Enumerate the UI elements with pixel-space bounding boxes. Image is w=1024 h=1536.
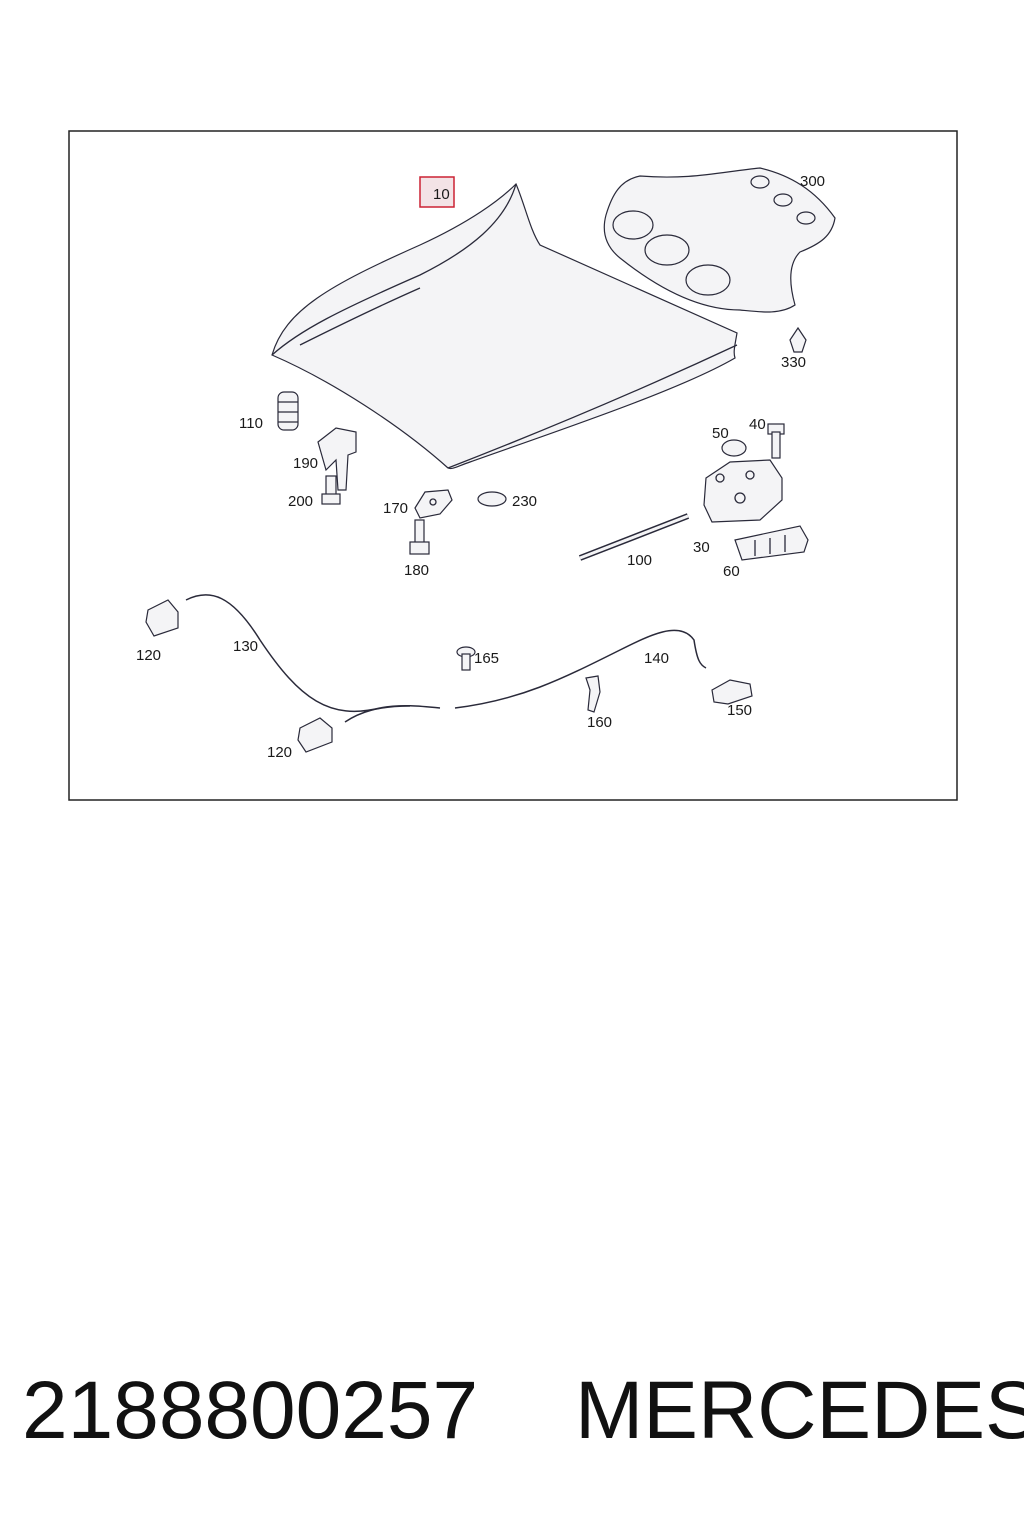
callout-10: 10 xyxy=(433,186,450,203)
callout-160: 160 xyxy=(587,714,612,731)
part-number: 2188800257 xyxy=(22,1365,479,1456)
part-lock-30[interactable] xyxy=(703,459,783,523)
callout-150: 150 xyxy=(727,702,752,719)
part-hinge-190[interactable] xyxy=(317,427,357,491)
callout-140: 140 xyxy=(644,650,669,667)
callout-100: 100 xyxy=(627,552,652,569)
part-clip-330[interactable] xyxy=(789,326,807,353)
callout-180: 180 xyxy=(404,562,429,579)
callout-120-bottom: 120 xyxy=(267,744,292,761)
part-bolt-40[interactable] xyxy=(767,423,785,459)
callout-50: 50 xyxy=(712,425,729,442)
part-cable-140[interactable] xyxy=(454,629,707,709)
part-buffer-110[interactable] xyxy=(277,391,299,431)
callout-200: 200 xyxy=(288,493,313,510)
callout-230: 230 xyxy=(512,493,537,510)
part-gas-strut-100[interactable] xyxy=(578,513,690,561)
callout-60: 60 xyxy=(723,563,740,580)
part-handle-150[interactable] xyxy=(711,679,753,705)
part-rivet-165[interactable] xyxy=(456,646,476,671)
part-cable-130[interactable] xyxy=(185,594,441,723)
part-bracket-170[interactable] xyxy=(414,489,453,519)
part-holder-120-bottom[interactable] xyxy=(297,717,333,753)
callout-130: 130 xyxy=(233,638,258,655)
part-holder-120-top[interactable] xyxy=(145,599,179,637)
callout-190: 190 xyxy=(293,455,318,472)
callout-10-highlight xyxy=(419,176,455,208)
part-hood[interactable] xyxy=(271,182,738,470)
part-insulation-mat[interactable] xyxy=(603,167,836,313)
parts-diagram: 10 300 330 110 190 200 170 180 230 40 50… xyxy=(68,130,958,801)
callout-300: 300 xyxy=(800,173,825,190)
brand-name: MERCEDES xyxy=(575,1365,1024,1456)
part-cover-60[interactable] xyxy=(734,525,809,561)
part-nut-50[interactable] xyxy=(721,439,747,457)
callout-120-top: 120 xyxy=(136,647,161,664)
part-lever-160[interactable] xyxy=(585,675,601,713)
callout-165: 165 xyxy=(474,650,499,667)
part-grommet-230[interactable] xyxy=(477,491,507,507)
callout-330: 330 xyxy=(781,354,806,371)
callout-40: 40 xyxy=(749,416,766,433)
part-bolt-200[interactable] xyxy=(321,475,341,505)
callout-30: 30 xyxy=(693,539,710,556)
callout-170: 170 xyxy=(383,500,408,517)
part-bolt-180[interactable] xyxy=(409,519,430,555)
callout-110: 110 xyxy=(239,415,263,432)
